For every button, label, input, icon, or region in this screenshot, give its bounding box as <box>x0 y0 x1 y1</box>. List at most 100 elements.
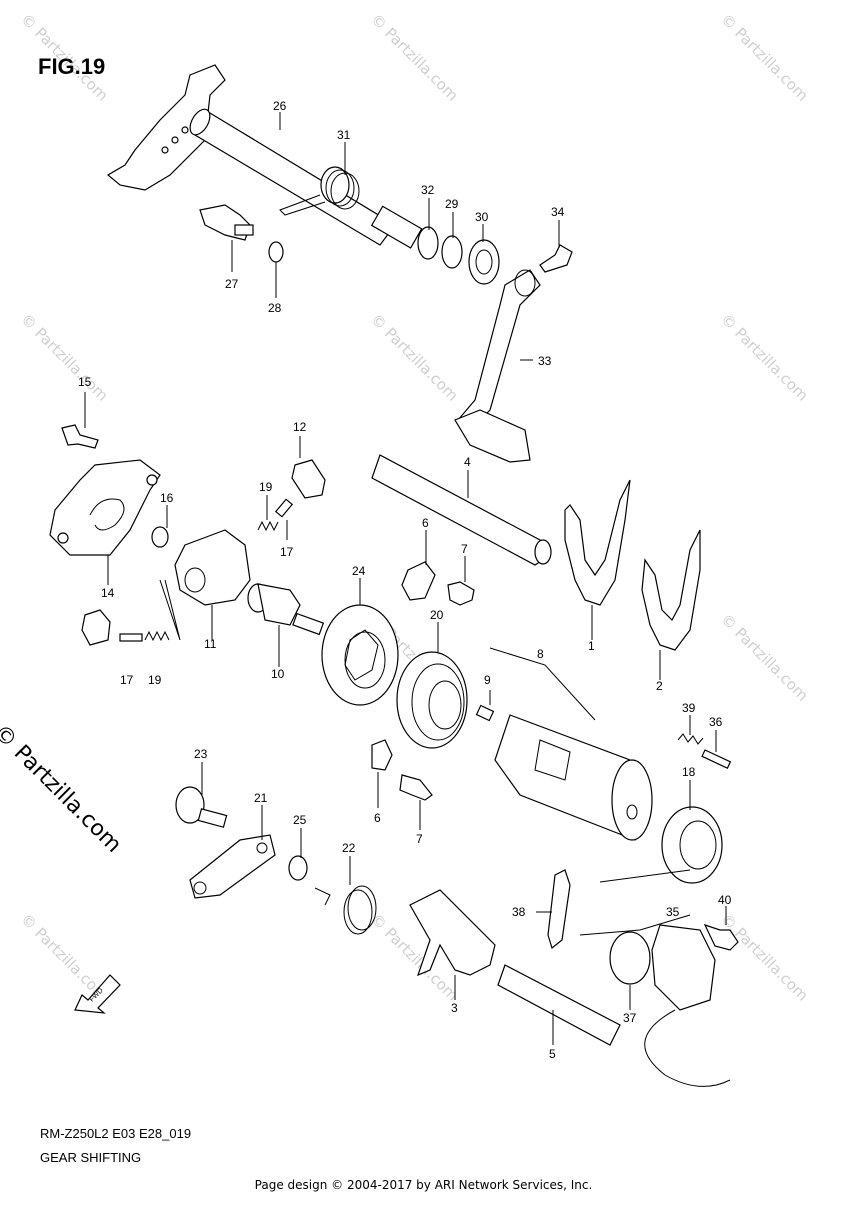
part-39-spring <box>677 733 704 745</box>
part-7-screw-lower <box>399 774 433 801</box>
part-23-bolt <box>175 786 228 828</box>
callout-33: 33 <box>538 354 552 368</box>
callout-29: 29 <box>445 197 459 211</box>
figure-label: FIG.19 <box>38 54 106 79</box>
callout-18: 18 <box>682 765 696 779</box>
callout-22: 22 <box>342 841 356 855</box>
part-21-gearshift-arm <box>189 834 276 899</box>
callout-6: 6 <box>422 516 429 530</box>
diagram-title: GEAR SHIFTING <box>40 1150 142 1165</box>
part-25-washer <box>288 855 308 881</box>
part-17-pin <box>274 498 294 518</box>
callout-7b: 7 <box>416 832 423 846</box>
watermark-text: © Partzilla.com <box>17 310 112 405</box>
part-5-fork-shaft <box>497 964 621 1046</box>
part-2-shift-fork <box>641 529 701 651</box>
callout-39: 39 <box>682 701 696 715</box>
callout-8: 8 <box>537 647 544 661</box>
watermark-text: © Partzilla.com <box>717 910 812 1005</box>
watermark-text: © Partzilla.com <box>717 10 812 105</box>
part-26-gearshift-shaft <box>106 64 423 249</box>
callout-34: 34 <box>551 205 565 219</box>
watermark-text: © Partzilla.com <box>367 10 462 105</box>
callout-14: 14 <box>101 586 115 600</box>
part-28-washer <box>268 241 284 263</box>
callout-labels: 26 31 32 29 30 34 27 28 33 15 12 4 19 16… <box>78 99 732 1061</box>
callout-30: 30 <box>475 210 489 224</box>
part-10-bolt <box>247 583 325 636</box>
part-6-stopper-lower <box>371 739 393 771</box>
part-17-pin-small <box>119 633 143 642</box>
part-33-gearshift-lever <box>454 269 541 463</box>
callout-32: 32 <box>421 183 435 197</box>
callout-28: 28 <box>268 301 282 315</box>
callout-23: 23 <box>194 747 208 761</box>
part-18-bearing <box>661 806 723 884</box>
part-16-washer <box>151 526 169 548</box>
part-30-oil-seal <box>468 239 500 285</box>
part-24-gearshift-cam <box>321 604 399 706</box>
part-22-spring <box>314 885 377 935</box>
part-36-pin <box>701 749 732 769</box>
part-31-return-spring <box>279 166 360 216</box>
callout-17b: 17 <box>120 673 134 687</box>
callout-31: 31 <box>337 128 351 142</box>
model-code: RM-Z250L2 E03 E28_019 <box>40 1126 192 1141</box>
callout-1: 1 <box>588 639 595 653</box>
part-19-spring <box>257 520 279 532</box>
callout-12: 12 <box>293 420 307 434</box>
part-29-washer <box>441 235 463 269</box>
part-20-bearing <box>396 651 468 749</box>
part-11-gearshift-cam-driven <box>174 529 251 606</box>
callout-20: 20 <box>430 608 444 622</box>
part-1-shift-fork <box>564 479 631 606</box>
page-footer: Page design © 2004-2017 by ARI Network S… <box>254 1178 593 1192</box>
leader-lines <box>84 112 727 1045</box>
callout-9: 9 <box>484 673 491 687</box>
watermark-text: © Partzilla.com <box>717 310 812 405</box>
part-34-bolt <box>539 244 573 273</box>
callout-10: 10 <box>271 667 285 681</box>
callout-27: 27 <box>225 277 239 291</box>
callout-7: 7 <box>461 542 468 556</box>
part-7-screw <box>447 581 475 606</box>
part-3-shift-fork <box>409 889 496 977</box>
part-8-gearshift-cam <box>494 714 653 841</box>
callout-37: 37 <box>623 1011 637 1025</box>
part-17-pin-lower <box>81 609 111 646</box>
callout-38: 38 <box>512 905 526 919</box>
callout-6b: 6 <box>374 811 381 825</box>
callout-36: 36 <box>709 715 723 729</box>
part-38-plate <box>547 869 571 950</box>
callout-11: 11 <box>204 637 217 651</box>
callout-19: 19 <box>259 480 273 494</box>
callout-24: 24 <box>352 564 366 578</box>
part-19-spring-lower <box>144 630 170 642</box>
part-14-guide-plate <box>49 459 161 556</box>
callout-15: 15 <box>78 375 92 389</box>
part-32-circlip <box>417 226 439 260</box>
callout-26: 26 <box>273 99 287 113</box>
callout-4: 4 <box>464 455 471 469</box>
watermark-text: © Partzilla.com <box>717 610 812 705</box>
callout-40: 40 <box>718 893 732 907</box>
callout-2: 2 <box>656 679 663 693</box>
callout-16: 16 <box>160 491 174 505</box>
callout-3: 3 <box>451 1001 458 1015</box>
part-12-pawl <box>291 459 326 499</box>
part-27-bolt <box>199 204 254 241</box>
part-40-bolt <box>703 923 739 951</box>
callout-25: 25 <box>293 813 307 827</box>
callout-21: 21 <box>254 791 268 805</box>
part-15-screw <box>61 424 99 449</box>
part-37-o-ring <box>609 931 651 985</box>
callout-5: 5 <box>549 1047 556 1061</box>
callout-35: 35 <box>666 905 680 919</box>
callout-19b: 19 <box>148 673 162 687</box>
part-9-pin <box>475 704 495 722</box>
part-35-gear-position-switch <box>644 924 731 1087</box>
watermark-text: © Partzilla.com <box>367 310 462 405</box>
callout-17: 17 <box>280 545 294 559</box>
